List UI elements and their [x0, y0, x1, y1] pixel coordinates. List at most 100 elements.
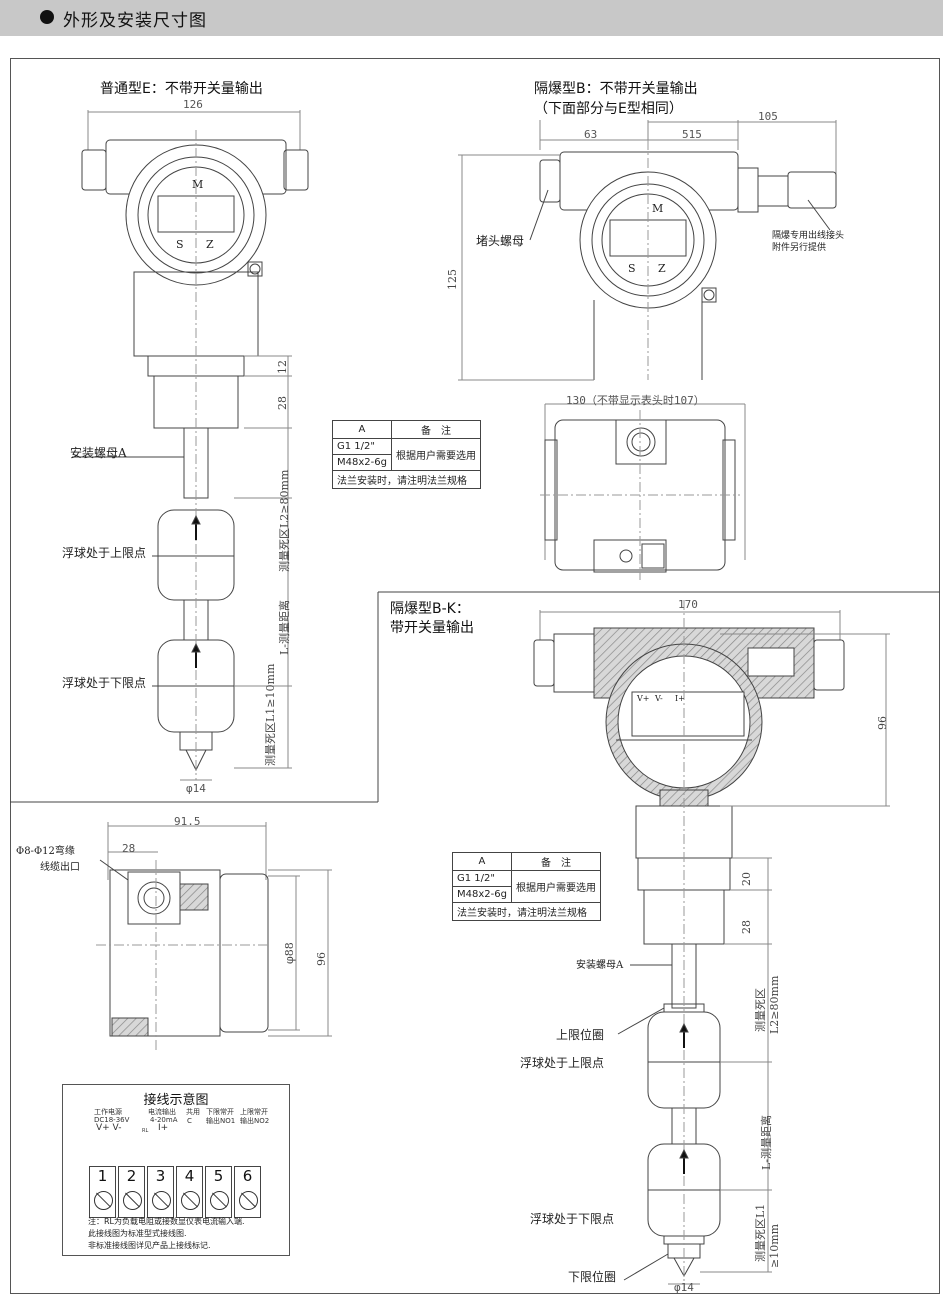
terminal-3: 3 — [147, 1166, 174, 1218]
wiring-group-common-term: C — [187, 1117, 192, 1125]
terminal-6: 6 — [234, 1166, 261, 1218]
wiring-note-3: 非标准接线图详见产品上接线标记. — [88, 1241, 211, 1250]
term-label-vminus: V- — [655, 694, 663, 703]
dim-125: 125 — [446, 269, 459, 290]
view-bk-title: 隔爆型B-K： — [390, 601, 470, 617]
wiring-group-low-limit-out: 输出NO1 — [206, 1117, 236, 1125]
cable-note-2: 附件另行提供 — [772, 243, 827, 253]
dim-k-dead-top-2: L2≥80mm — [768, 975, 781, 1034]
float-bot-e-label: 浮球处于下限点 — [62, 676, 147, 690]
table2-note: 根据用户需要选用 — [510, 870, 601, 903]
view-b — [458, 120, 837, 381]
wiring-title: 接线示意图 — [143, 1093, 209, 1108]
table1-row-1: G1 1/2" — [332, 438, 392, 455]
dim-k-dead-top-1: 测量死区 — [754, 988, 767, 1032]
dim-k-d14: φ14 — [674, 1281, 694, 1294]
float-bot-k-label: 浮球处于下限点 — [530, 1212, 615, 1226]
face-z-e: Z — [206, 238, 214, 251]
float-top-e-label: 浮球处于上限点 — [62, 546, 147, 560]
table2-header-a: A — [452, 852, 512, 871]
screw-icon — [239, 1191, 258, 1210]
dim-e-distance: L-测量距离 — [278, 599, 291, 655]
dim-28: 28 — [122, 842, 136, 855]
dim-130: 130（不带显示表头时107） — [566, 394, 705, 407]
wiring-note-1: 注：RL为负载电阻或接数显仪表电流输入端. — [88, 1217, 245, 1226]
cable-note-1: 隔爆专用出线接头 — [772, 231, 845, 241]
terminal-1: 1 — [89, 1166, 116, 1218]
mount-nut-k-label: 安装螺母A — [576, 960, 624, 971]
view-cable-side — [96, 822, 332, 1050]
wiring-group-high-limit: 上限常开 — [240, 1108, 268, 1116]
cable-hole-label-2: 线缆出口 — [40, 862, 80, 873]
table1-footer: 法兰安装时，请注明法兰规格 — [332, 470, 481, 489]
dim-k-dead-bot-1: 测量死区L1 — [754, 1203, 767, 1262]
face-m-e: M — [192, 178, 204, 191]
cable-hole-label-1: Φ8-Φ12弯缘 — [16, 846, 75, 857]
dim-e-dead-top: 测量死区L2≥80mm — [278, 469, 291, 572]
table2-footer: 法兰安装时，请注明法兰规格 — [452, 902, 601, 921]
spec-table-1: A 备 注 G1 1/2" 根据用户需要选用 M48x2-6g 法兰安装时，请注… — [332, 420, 481, 489]
terminal-number: 6 — [242, 1167, 253, 1185]
face-m-b: M — [652, 202, 664, 215]
terminal-number: 1 — [97, 1167, 108, 1185]
view-e-title: 普通型E：不带开关量输出 — [100, 81, 263, 97]
dim-k-20: 20 — [740, 872, 753, 886]
dim-515: 515 — [682, 128, 702, 141]
wiring-group-common: 共用 — [186, 1108, 200, 1116]
table2-header-note: 备 注 — [510, 852, 601, 871]
table2-row-2: M48x2-6g — [452, 886, 512, 903]
wiring-note-2: 此接线图为标准型式接线图. — [88, 1229, 187, 1238]
view-b-title: 隔爆型B：不带开关量输出 — [534, 81, 698, 97]
dim-k-dead-bot-2: ≥10mm — [768, 1223, 781, 1268]
wiring-group-current-term: I+ — [158, 1123, 169, 1133]
terminal-4: 4 — [176, 1166, 203, 1218]
dim-96-side: 96 — [315, 952, 328, 966]
term-label-vplus: V+ — [637, 694, 650, 703]
view-b-subtitle: （下面部分与E型相同） — [534, 101, 683, 117]
section-title: 外形及安装尺寸图 — [63, 11, 207, 31]
bullet-icon — [40, 10, 54, 24]
terminal-number: 3 — [155, 1167, 166, 1185]
wiring-group-power-terms: V+ V- — [96, 1123, 122, 1133]
table1-note: 根据用户需要选用 — [390, 438, 481, 471]
face-s-b: S — [628, 262, 636, 275]
terminal-number: 4 — [184, 1167, 195, 1185]
table1-row-2: M48x2-6g — [332, 454, 392, 471]
wiring-group-power: 工作电源 — [94, 1108, 122, 1116]
face-z-b: Z — [658, 262, 666, 275]
dim-e-d14: φ14 — [186, 782, 206, 795]
screw-icon — [152, 1191, 171, 1210]
dim-170: 170 — [678, 598, 698, 611]
terminal-number: 2 — [126, 1167, 137, 1185]
wiring-group-current-spec: 4-20mA — [150, 1116, 178, 1124]
wiring-group-power-spec: DC18-36V — [94, 1116, 130, 1124]
lower-ring-label: 下限位圈 — [568, 1270, 617, 1284]
dim-e-12: 12 — [276, 360, 289, 374]
screw-icon — [210, 1191, 229, 1210]
upper-ring-label: 上限位圈 — [556, 1028, 605, 1042]
face-s-e: S — [176, 238, 184, 251]
table1-header-a: A — [332, 420, 392, 439]
screw-icon — [181, 1191, 200, 1210]
dim-k-distance: L-测量距离 — [760, 1114, 773, 1170]
table2-row-1: G1 1/2" — [452, 870, 512, 887]
mount-nut-e-label: 安装螺母A — [70, 446, 127, 460]
drawing-frame — [10, 58, 940, 1294]
dim-k-28: 28 — [740, 920, 753, 934]
plug-screw-label: 堵头螺母 — [476, 234, 525, 248]
screw-icon — [94, 1191, 113, 1210]
dim-91-5: 91.5 — [174, 815, 201, 828]
wiring-rl-label: RL — [142, 1128, 149, 1134]
wiring-group-low-limit: 下限常开 — [206, 1108, 234, 1116]
spec-table-2: A 备 注 G1 1/2" 根据用户需要选用 M48x2-6g 法兰安装时，请注… — [452, 852, 601, 921]
term-label-iplus: I+ — [675, 694, 685, 703]
dim-phi88: φ88 — [283, 942, 296, 964]
view-side — [540, 403, 746, 580]
dim-e-28: 28 — [276, 396, 289, 410]
terminal-2: 2 — [118, 1166, 145, 1218]
view-bk — [533, 600, 890, 1290]
terminal-5: 5 — [205, 1166, 232, 1218]
wiring-notes: 注：RL为负载电阻或接数显仪表电流输入端. 此接线图为标准型式接线图. 非标准接… — [88, 1216, 245, 1252]
dim-126: 126 — [183, 98, 203, 111]
dim-63: 63 — [584, 128, 598, 141]
